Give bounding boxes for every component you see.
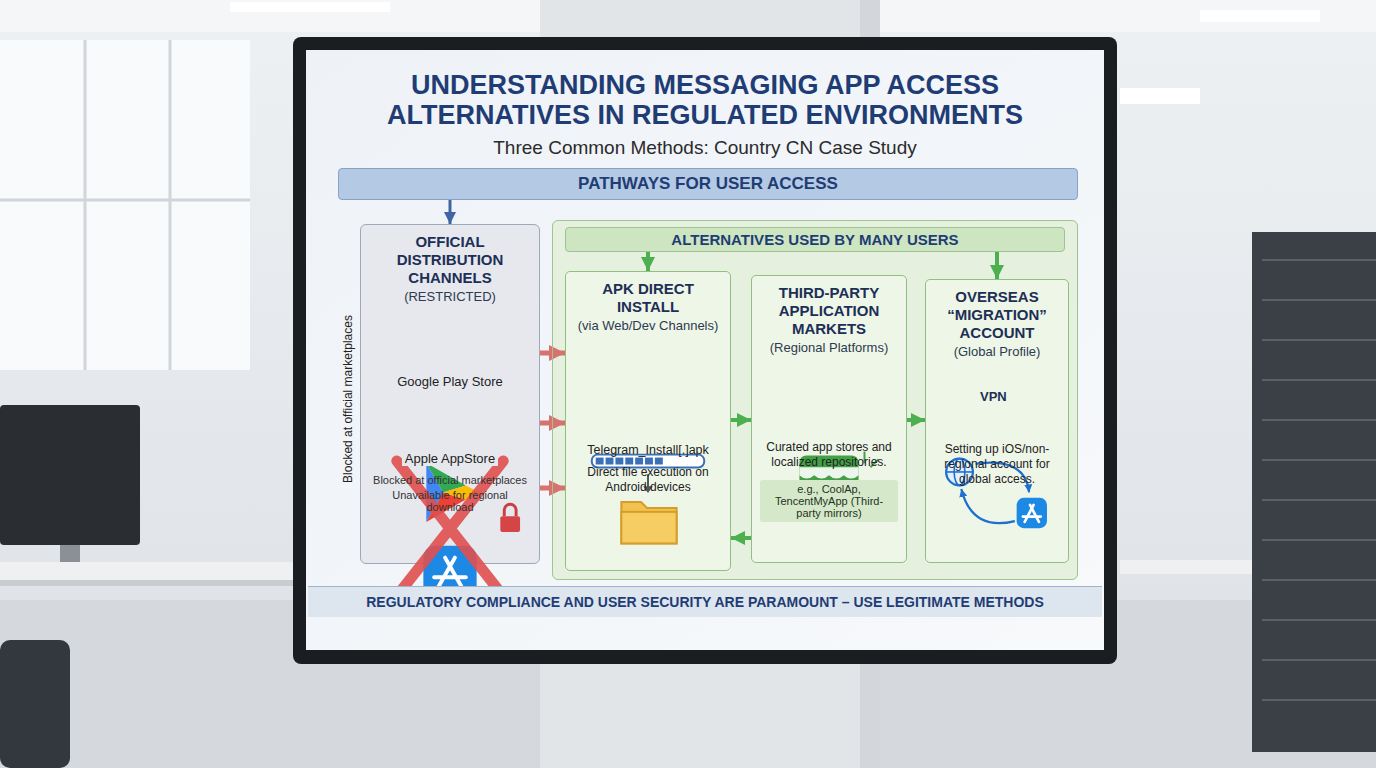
footer-text: REGULATORY COMPLIANCE AND USER SECURITY … bbox=[315, 594, 1095, 610]
icon-label: Google Play Store bbox=[394, 374, 506, 389]
process-box: OFFICIAL DISTRIBUTION CHANNELS (RESTRICTE… bbox=[360, 224, 540, 564]
box-subheading: (via Web/Dev Channels) bbox=[574, 318, 722, 333]
process-box: THIRD-PARTY APPLICATION MARKETS (Regional… bbox=[751, 275, 907, 563]
process-box: APK DIRECT INSTALL (via Web/Dev Channels)… bbox=[565, 271, 731, 571]
note-text: Blocked at official marketplaces bbox=[369, 474, 531, 486]
box-subheading: (Regional Platforms) bbox=[760, 340, 898, 355]
footer-band: REGULATORY COMPLIANCE AND USER SECURITY … bbox=[308, 586, 1102, 617]
box-heading: OVERSEAS “MIGRATION” ACCOUNT bbox=[934, 288, 1060, 342]
box-body: Curated app stores and localized reposit… bbox=[760, 440, 898, 470]
box-subheading: (Global Profile) bbox=[934, 344, 1060, 359]
box-body: Direct file execution on Android devices bbox=[574, 465, 722, 495]
subtitle: Three Common Methods: Country CN Case St… bbox=[316, 137, 1094, 159]
vertical-note: Blocked at official marketplaces bbox=[341, 304, 355, 494]
box-heading: APK DIRECT INSTALL bbox=[574, 280, 722, 316]
box-heading: THIRD-PARTY APPLICATION MARKETS bbox=[760, 284, 898, 338]
box-subheading: (RESTRICTED) bbox=[369, 289, 531, 304]
flow-arrow bbox=[731, 536, 751, 540]
file-name: Telegram_Install[.]apk bbox=[574, 443, 722, 457]
group-panel: ALTERNATIVES USED BY MANY USERS APK DIRE… bbox=[552, 220, 1078, 580]
flow-arrow bbox=[995, 252, 999, 279]
process-box: OVERSEAS “MIGRATION” ACCOUNT (Global Prof… bbox=[925, 279, 1069, 563]
icon-label: Apple AppStore bbox=[402, 451, 498, 466]
note-text: Unavailable for regional download bbox=[369, 489, 531, 513]
group-heading: ALTERNATIVES USED BY MANY USERS bbox=[565, 227, 1065, 252]
header-band: PATHWAYS FOR USER ACCESS bbox=[338, 168, 1078, 200]
flow-arrow bbox=[907, 418, 925, 422]
apk-download-icon bbox=[574, 446, 722, 556]
example-note: e.g., CoolAp, TencentMyApp (Third-party … bbox=[760, 480, 898, 522]
icon-label: VPN bbox=[978, 389, 1009, 404]
flow-arrow bbox=[731, 418, 751, 422]
flow-arrow bbox=[646, 252, 650, 271]
box-heading: OFFICIAL DISTRIBUTION CHANNELS bbox=[369, 233, 531, 287]
flow-arrow bbox=[449, 200, 452, 224]
diagram-title: UNDERSTANDING MESSAGING APP ACCESS ALTER… bbox=[316, 70, 1094, 130]
box-body: Setting up iOS/non-regional account for … bbox=[934, 442, 1060, 487]
band-heading: PATHWAYS FOR USER ACCESS bbox=[344, 174, 1072, 194]
